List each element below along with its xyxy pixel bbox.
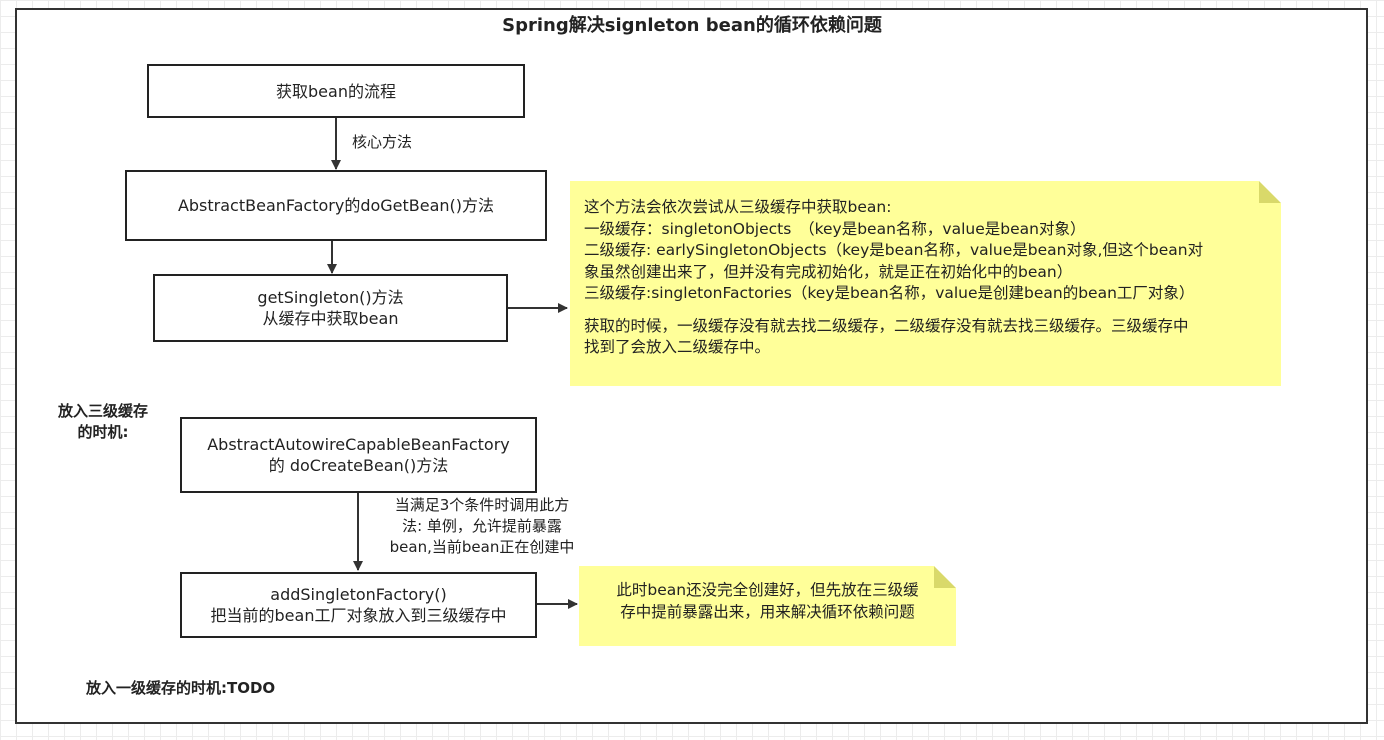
side-label-third-cache-timing: 放入三级缓存 的时机: bbox=[44, 401, 162, 443]
node-add-singleton-factory-line2: 把当前的bean工厂对象放入到三级缓存中 bbox=[210, 606, 507, 625]
note-early-expose: 此时bean还没完全创建好，但先放在三级缓 存中提前暴露出来，用来解决循环依赖问… bbox=[579, 566, 956, 646]
node-do-create-bean-line1: AbstractAutowireCapableBeanFactory bbox=[207, 435, 510, 454]
node-get-singleton-line1: getSingleton()方法 bbox=[257, 288, 404, 307]
note-cache-spacer bbox=[584, 305, 1281, 316]
node-get-bean-flow-label: 获取bean的流程 bbox=[276, 81, 396, 101]
node-do-get-bean: AbstractBeanFactory的doGetBean()方法 bbox=[125, 170, 547, 241]
side-label-first-cache-timing: 放入一级缓存的时机:TODO bbox=[86, 679, 276, 697]
edge-label-condition: 当满足3个条件时调用此方 法: 单例，允许提前暴露 bean,当前bean正在创… bbox=[372, 495, 592, 558]
node-get-bean-flow: 获取bean的流程 bbox=[147, 64, 525, 118]
node-do-create-bean-line2: 的 doCreateBean()方法 bbox=[268, 456, 449, 475]
side-label-third-line2: 的时机: bbox=[77, 423, 129, 441]
note-cache-line7: 找到了会放入二级缓存中。 bbox=[584, 338, 771, 356]
note-early-line1: 此时bean还没完全创建好，但先放在三级缓 bbox=[616, 581, 919, 599]
edge-label-condition-line3: bean,当前bean正在创建中 bbox=[389, 538, 575, 556]
note-cache-line2: 一级缓存：singletonObjects （key是bean名称，value是… bbox=[584, 219, 1086, 238]
note-cache-line6: 获取的时候，一级缓存没有就去找二级缓存，二级缓存没有就去找三级缓存。三级缓存中 bbox=[584, 316, 1189, 335]
note-early-line2: 存中提前暴露出来，用来解决循环依赖问题 bbox=[620, 602, 915, 621]
node-do-get-bean-label: AbstractBeanFactory的doGetBean()方法 bbox=[177, 196, 495, 215]
note-cache-line5: 三级缓存:singletonFactories（key是bean名称，value… bbox=[584, 284, 1195, 302]
edge-label-condition-line2: 法: 单例，允许提前暴露 bbox=[402, 517, 562, 535]
node-add-singleton-factory-line1: addSingletonFactory() bbox=[270, 585, 447, 604]
edge-label-condition-line1: 当满足3个条件时调用此方 bbox=[394, 496, 570, 514]
note-cache-line4: 象虽然创建出来了，但并没有完成初始化，就是正在初始化中的bean） bbox=[584, 262, 1073, 281]
note-cache-lookup: 这个方法会依次尝试从三级缓存中获取bean: 一级缓存：singletonObj… bbox=[570, 181, 1281, 386]
node-do-create-bean: AbstractAutowireCapableBeanFactory 的 doC… bbox=[180, 417, 537, 493]
note-fold bbox=[934, 566, 956, 588]
note-fold bbox=[1259, 181, 1281, 203]
node-add-singleton-factory: addSingletonFactory() 把当前的bean工厂对象放入到三级缓… bbox=[180, 572, 537, 638]
side-label-third-line1: 放入三级缓存 bbox=[57, 402, 148, 420]
node-get-singleton-line2: 从缓存中获取bean bbox=[262, 309, 399, 328]
note-cache-line3: 二级缓存: earlySingletonObjects（key是bean名称，v… bbox=[584, 241, 1204, 259]
node-get-singleton: getSingleton()方法 从缓存中获取bean bbox=[153, 274, 508, 342]
note-cache-line1: 这个方法会依次尝试从三级缓存中获取bean: bbox=[584, 198, 892, 216]
edge-label-core-method: 核心方法 bbox=[352, 133, 413, 151]
diagram-title: Spring解决signleton bean的循环依赖问题 bbox=[502, 15, 882, 36]
